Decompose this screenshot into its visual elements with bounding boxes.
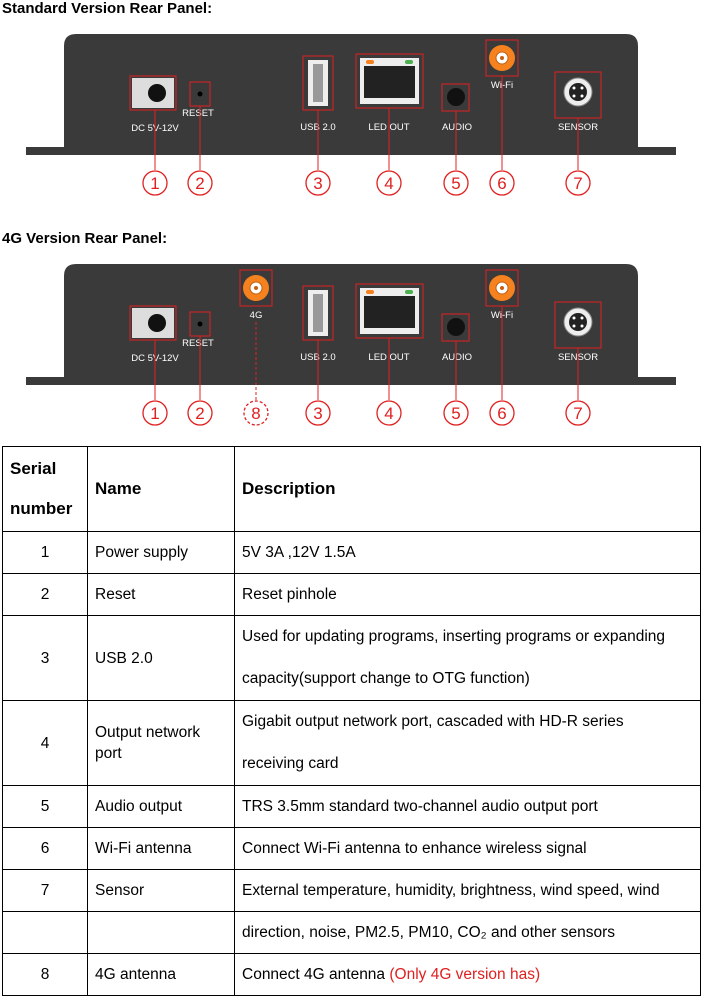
table-row: 2 Reset Reset pinhole bbox=[2, 573, 701, 616]
marker-6: 6 bbox=[497, 174, 506, 193]
table-row: 7 Sensor External temperature, humidity,… bbox=[2, 869, 701, 912]
fourg-label: 4G bbox=[250, 310, 263, 321]
marker-4: 4 bbox=[384, 174, 393, 193]
marker-4: 4 bbox=[384, 404, 393, 423]
reset-label: RESET bbox=[182, 108, 214, 119]
table-row: 8 4G antenna Connect 4G antenna (Only 4G… bbox=[2, 953, 701, 996]
dc-jack bbox=[129, 305, 177, 341]
device-body bbox=[26, 34, 676, 155]
table-row: 1 Power supply 5V 3A ,12V 1.5A bbox=[2, 531, 701, 574]
marker-3: 3 bbox=[313, 404, 322, 423]
marker-2: 2 bbox=[195, 404, 204, 423]
marker-7: 7 bbox=[573, 404, 582, 423]
marker-5: 5 bbox=[451, 404, 460, 423]
header-name: Name bbox=[87, 446, 235, 532]
table-row: 4 Output network port Gigabit output net… bbox=[2, 700, 701, 786]
table-row: 3 USB 2.0 Used for updating programs, in… bbox=[2, 615, 701, 701]
marker-8: 8 bbox=[251, 404, 260, 423]
marker-7: 7 bbox=[573, 174, 582, 193]
reset-label: RESET bbox=[182, 338, 214, 349]
fourg-antenna-connector bbox=[239, 269, 273, 307]
marker-5: 5 bbox=[451, 174, 460, 193]
marker-3: 3 bbox=[313, 174, 322, 193]
device-body bbox=[26, 264, 676, 385]
fourg-panel-diagram: DC 5V-12V RESET 4G USB 2.0 LED OUT AUDIO… bbox=[26, 264, 676, 426]
audio-label: AUDIO bbox=[442, 352, 472, 363]
marker-2: 2 bbox=[195, 174, 204, 193]
marker-6: 6 bbox=[497, 404, 506, 423]
table-row: direction, noise, PM2.5, PM10, CO₂ and o… bbox=[2, 911, 701, 954]
header-description: Description bbox=[234, 446, 701, 532]
marker-1: 1 bbox=[150, 404, 159, 423]
marker-1: 1 bbox=[150, 174, 159, 193]
table-row: 6 Wi-Fi antenna Connect Wi-Fi antenna to… bbox=[2, 827, 701, 870]
version-note: (Only 4G version has) bbox=[389, 966, 541, 983]
standard-panel-title: Standard Version Rear Panel: bbox=[2, 0, 213, 17]
audio-label: AUDIO bbox=[442, 122, 472, 133]
standard-panel-diagram: DC 5V-12V RESET USB 2.0 LED OUT AUDIO Wi… bbox=[26, 34, 676, 196]
table-row: 5 Audio output TRS 3.5mm standard two-ch… bbox=[2, 785, 701, 828]
fourg-panel-title: 4G Version Rear Panel: bbox=[2, 230, 168, 247]
